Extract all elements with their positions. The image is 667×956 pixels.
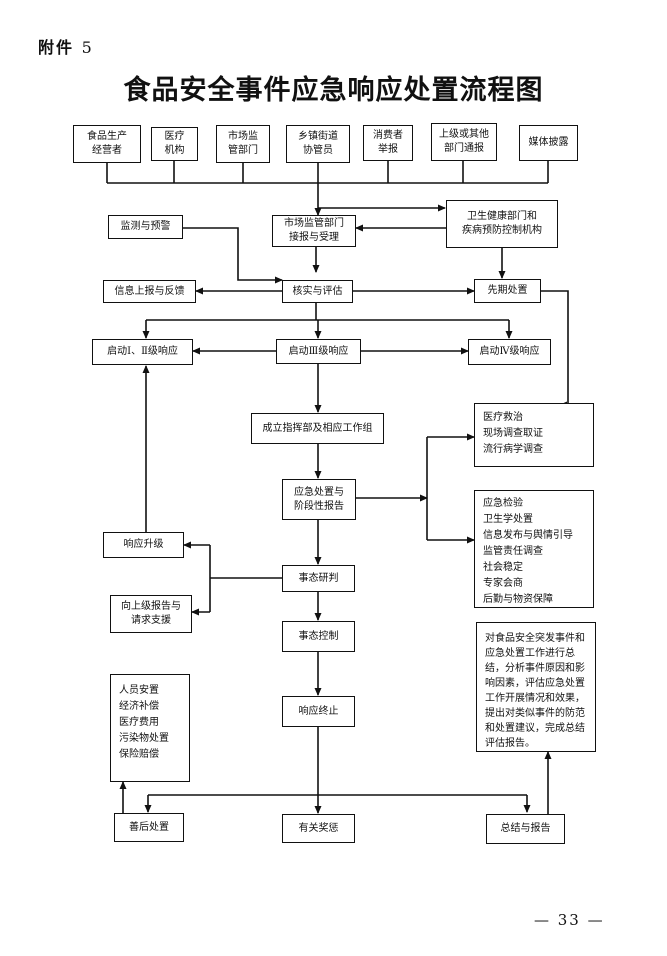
node-info-report: 信息上报与反馈 [103,280,196,303]
node-situation-judge: 事态研判 [282,565,355,592]
node-request-support: 向上级报告与 请求支援 [110,595,192,633]
node-verify-assess: 核实与评估 [282,280,353,303]
node-superior-notice: 上级或其他 部门通报 [431,123,497,161]
attachment-word: 附件 [38,38,75,57]
node-market-receive: 市场监管部门 接报与受理 [272,215,356,247]
node-market-department: 市场监 管部门 [216,125,270,163]
node-initial-response: 先期处置 [474,279,541,303]
node-medical-investigation: 医疗救治 现场调查取证 流行病学调查 [474,403,594,467]
node-medical-institution: 医疗 机构 [151,127,198,161]
node-consumer-report: 消费者 举报 [363,125,413,161]
node-health-cdc: 卫生健康部门和 疾病预防控制机构 [446,200,558,248]
arrow-monitor-verify [183,227,283,284]
node-level-4-response: 启动Ⅳ级响应 [468,339,551,365]
node-summary-report: 总结与报告 [486,814,565,844]
node-emergency-handling: 应急处置与 阶段性报告 [282,479,356,520]
attachment-label: 附件 5 [38,34,94,58]
node-level-1-2-response: 启动Ⅰ、Ⅱ级响应 [92,339,193,365]
node-emergency-measures: 应急检验 卫生学处置 信息发布与舆情引导 监管责任调查 社会稳定 专家会商 后勤… [474,490,594,608]
node-situation-control: 事态控制 [282,621,355,652]
node-monitoring-warning: 监测与预警 [108,215,183,239]
attachment-number: 5 [81,38,94,57]
page-number: — 33 — [534,911,605,929]
page-title: 食品安全事件应急响应处置流程图 [123,75,544,106]
node-command-center: 成立指挥部及相应工作组 [251,413,384,444]
node-food-producer: 食品生产 经营者 [73,125,141,163]
node-media-disclosure: 媒体披露 [519,125,578,161]
node-township-coordinator: 乡镇街道 协管员 [286,125,350,163]
node-aftercare-items: 人员安置 经济补偿 医疗费用 污染物处置 保险赔偿 [110,674,190,782]
node-summary-description: 对食品安全突发事件和应急处置工作进行总结，分析事件原因和影响因素，评估应急处置工… [476,622,596,752]
node-response-terminate: 响应终止 [282,696,355,727]
node-aftercare: 善后处置 [114,813,184,842]
node-reward-punish: 有关奖惩 [282,814,355,843]
node-response-upgrade: 响应升级 [103,532,184,558]
node-level-3-response: 启动Ⅲ级响应 [276,339,361,364]
